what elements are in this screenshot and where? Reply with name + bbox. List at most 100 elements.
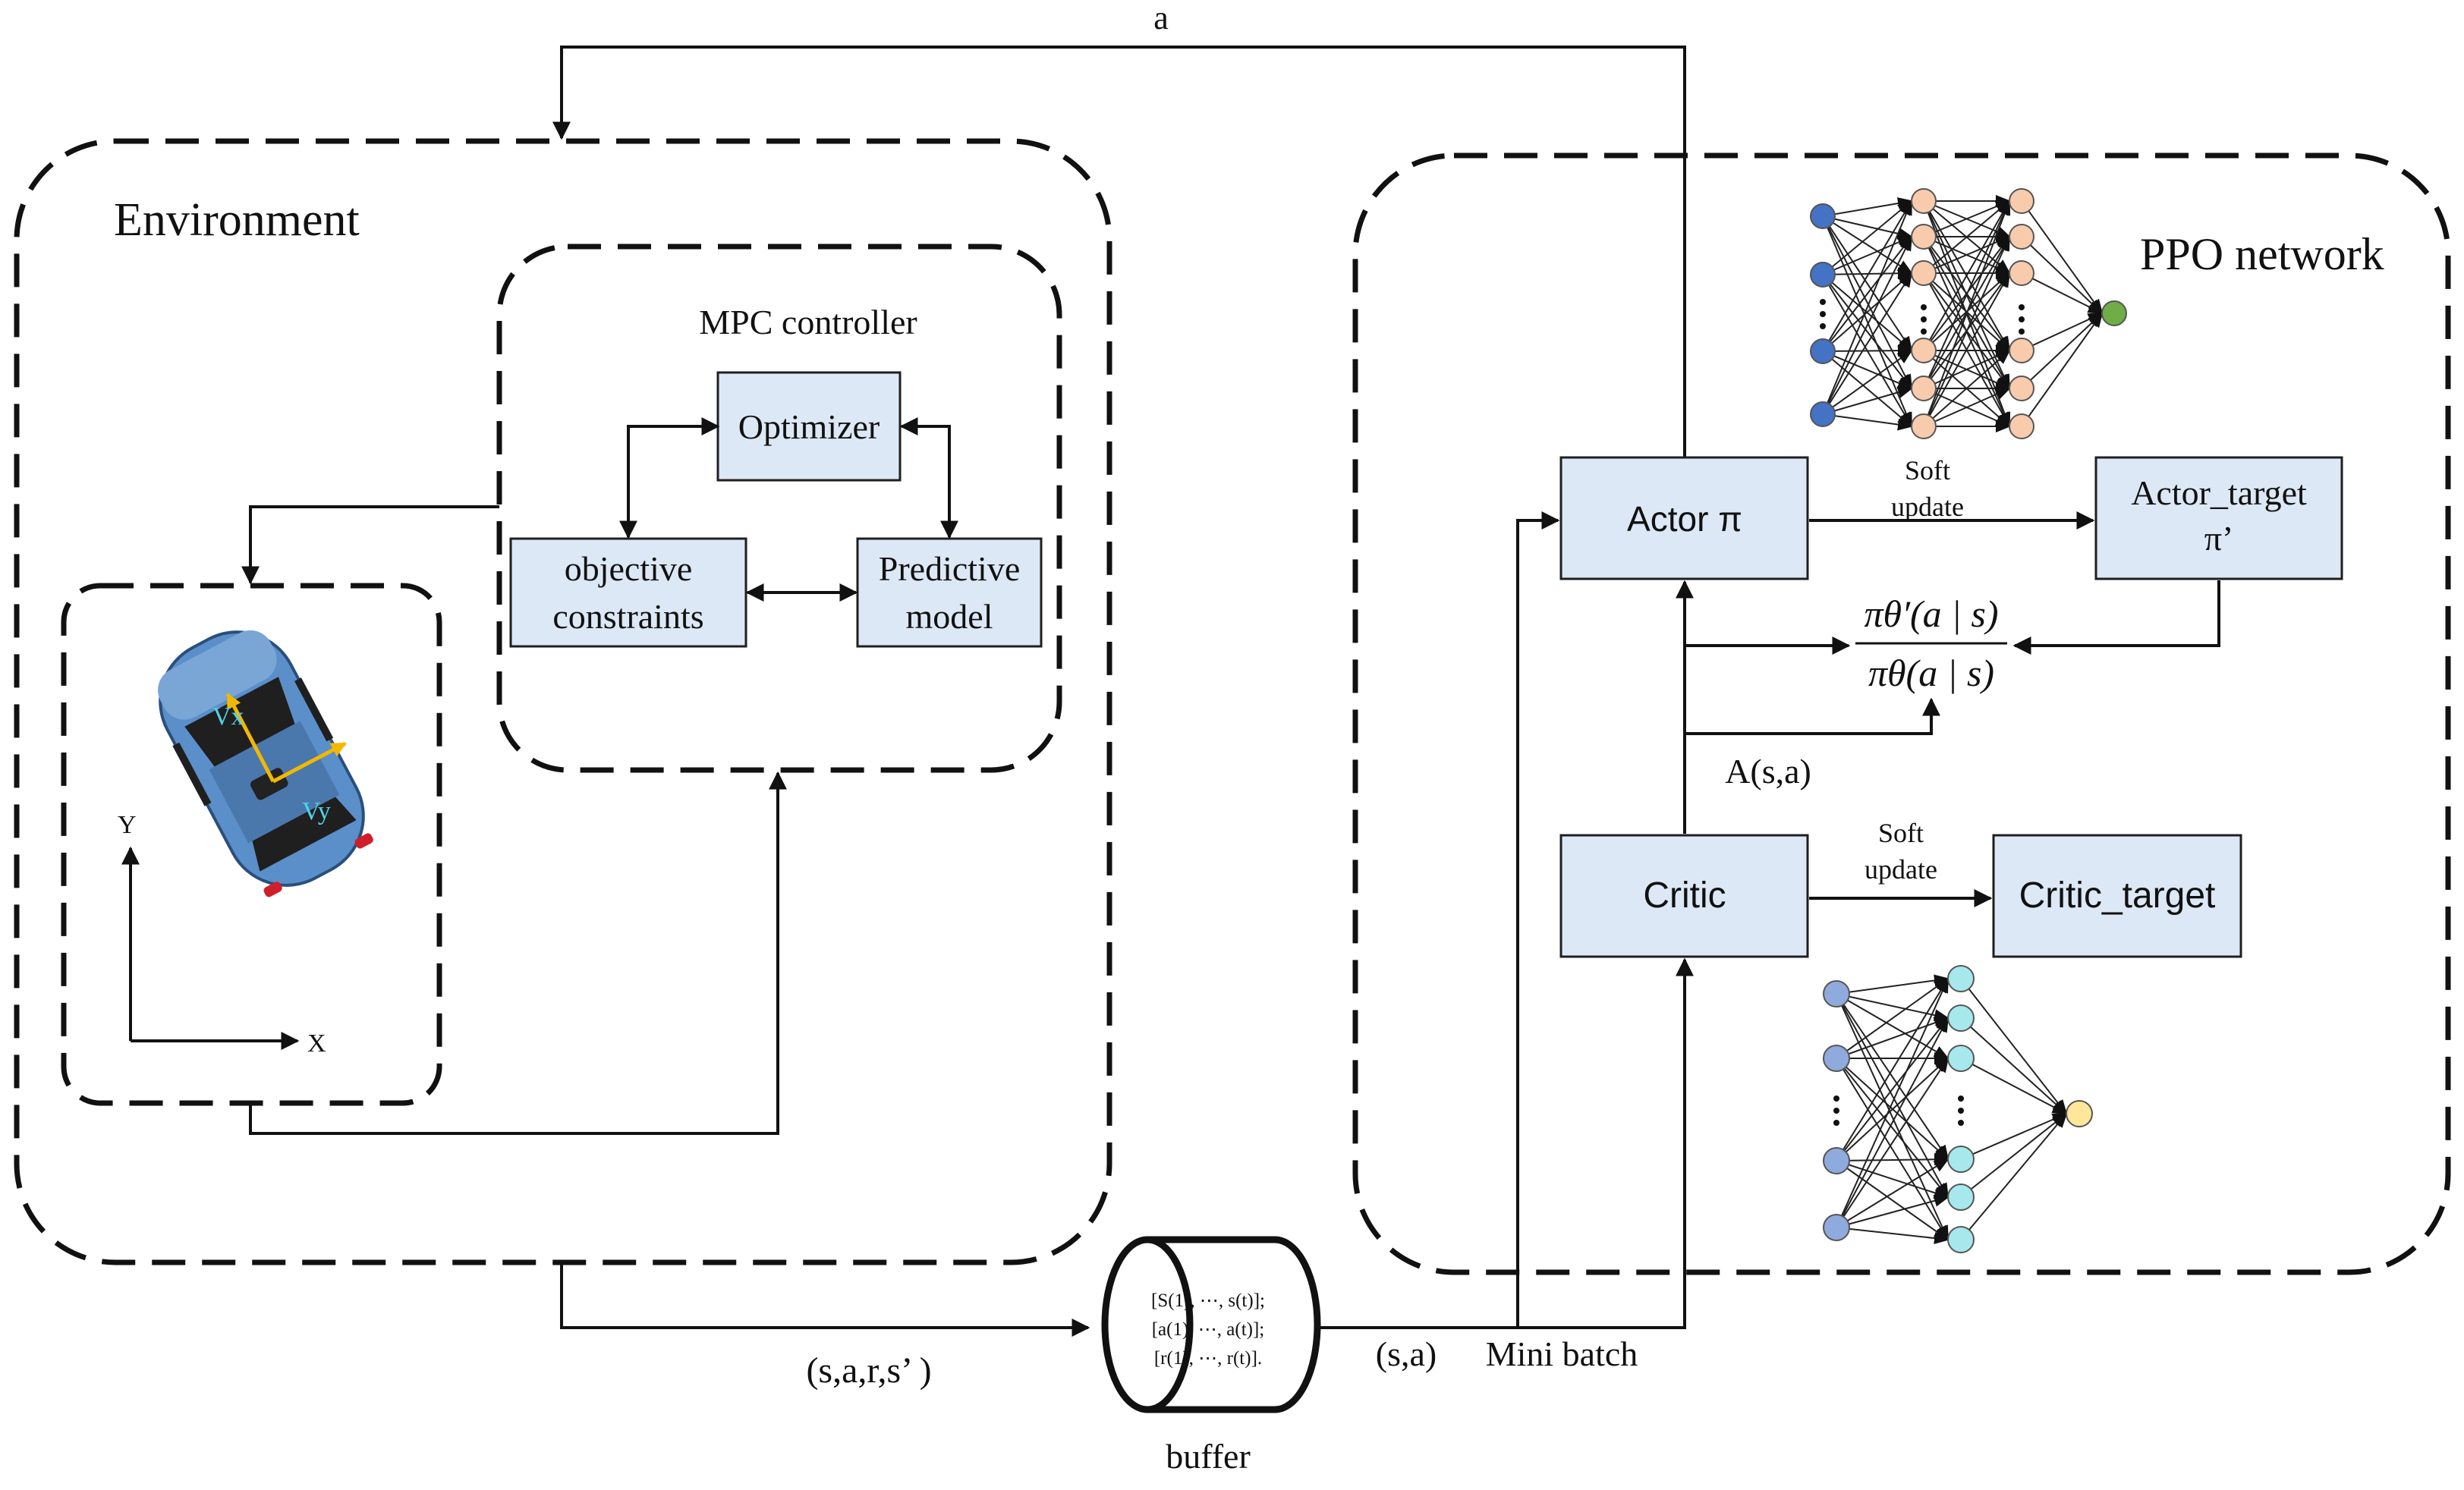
critic-nn-ellipsis-dot bbox=[1958, 1095, 1964, 1102]
ratio-numerator: πθ′(a | s) bbox=[1864, 593, 1998, 635]
actor-nn-connection bbox=[1822, 349, 1913, 415]
critic-nn-connection bbox=[1836, 1058, 1949, 1241]
actor-nn-node bbox=[1911, 188, 1937, 214]
critic-nn-connection bbox=[1836, 1153, 1949, 1166]
critic-nn-node bbox=[1823, 980, 1850, 1007]
actor-nn-ellipsis-dot bbox=[2019, 304, 2025, 310]
buffer-label: buffer bbox=[1166, 1437, 1251, 1476]
actor-nn-node bbox=[2009, 188, 2034, 214]
buffer-cylinder-end bbox=[1101, 1236, 1194, 1413]
vy-label: Vy bbox=[302, 797, 331, 825]
actor-nn-connection bbox=[1822, 272, 1913, 415]
critic-nn-connection bbox=[1836, 993, 1949, 1021]
critic-nn-node bbox=[1947, 1226, 1975, 1253]
objective-constraints-box[interactable] bbox=[509, 537, 747, 648]
critic-nn-connection bbox=[1960, 1017, 2068, 1115]
buffer-to-actor-arrow bbox=[1319, 511, 1560, 1329]
actor-nn-node bbox=[2009, 338, 2034, 363]
actor-nn-ellipsis-dot bbox=[2019, 328, 2025, 335]
critic-nn-ellipsis-dot bbox=[1833, 1120, 1839, 1126]
actor-nn-connection bbox=[1923, 272, 2010, 427]
actor-nn-node bbox=[2009, 224, 2034, 250]
critic-nn-connection bbox=[1836, 1057, 1949, 1228]
actor-nn-connection bbox=[1822, 215, 1912, 390]
actor-nn-connection bbox=[1822, 267, 1913, 280]
actor-nn-connection bbox=[1822, 235, 1913, 352]
actor-nn-node bbox=[1810, 401, 1836, 427]
critic-nn-connection bbox=[1836, 1017, 1949, 1228]
actor-nn-connection bbox=[1822, 215, 1913, 275]
environment-title: Environment bbox=[114, 194, 360, 246]
actor-nn-connection bbox=[1822, 344, 1913, 357]
actor-target-label-line1: Actor_target bbox=[2131, 473, 2307, 512]
actor-nn-ellipsis-dot bbox=[1820, 323, 1826, 329]
optimizer-objective-arrow bbox=[619, 417, 720, 539]
ppo-title: PPO network bbox=[2140, 229, 2384, 279]
critic-nn-node bbox=[1823, 1214, 1850, 1241]
env-to-buffer-arrow bbox=[560, 1264, 1090, 1337]
buffer-line3: [r(1), ⋯, r(t)]. bbox=[1154, 1348, 1262, 1369]
actor-nn-connection bbox=[1923, 200, 2011, 427]
critic-nn-connection bbox=[1960, 1112, 2068, 1198]
actor-neural-network-icon bbox=[1810, 188, 2127, 439]
critic-nn-connection bbox=[1836, 1017, 1949, 1059]
ratio-denominator: πθ(a | s) bbox=[1868, 652, 1994, 694]
buffer-to-critic-arrow bbox=[1518, 957, 1694, 1329]
actor-nn-node bbox=[1911, 338, 1937, 363]
actor-nn-node bbox=[1810, 203, 1836, 229]
critic-nn-node bbox=[1823, 1147, 1850, 1174]
actor-nn-connection bbox=[1822, 274, 1913, 390]
critic-target-label: Critic_target bbox=[2019, 875, 2216, 916]
advantage-label: A(s,a) bbox=[1725, 752, 1811, 791]
y-axis-label: Y bbox=[118, 811, 137, 839]
predictive-label-line2: model bbox=[906, 597, 993, 636]
actor-target-box[interactable] bbox=[2094, 456, 2343, 580]
replay-buffer: [S(1), ⋯, s(t)]; [a(1), ⋯, a(t)]; [r(1),… bbox=[1101, 1236, 1321, 1476]
actor-nn-connection bbox=[2021, 312, 2104, 427]
actor-nn-connection bbox=[1923, 236, 2011, 274]
optimizer-box[interactable] bbox=[716, 371, 902, 482]
critic-nn-ellipsis-dot bbox=[1833, 1095, 1839, 1102]
critic-nn-connection bbox=[1836, 977, 1949, 1162]
soft-update-2-line1: Soft bbox=[1878, 818, 1924, 848]
optimizer-label: Optimizer bbox=[738, 407, 880, 446]
critic-nn-connection bbox=[1836, 1160, 1949, 1199]
critic-nn-node bbox=[1823, 1045, 1850, 1072]
actor-nn-ellipsis-dot bbox=[1921, 304, 1927, 310]
actor-nn-connection bbox=[1822, 413, 1913, 431]
critic-nn-node bbox=[1947, 1184, 1975, 1211]
actor-nn-node bbox=[1810, 338, 1836, 364]
actor-nn-connection bbox=[1822, 235, 1912, 415]
actor-nn-node bbox=[1911, 224, 1937, 250]
actor-nn-node bbox=[2009, 376, 2034, 401]
critic-nn-connection bbox=[1836, 1195, 1949, 1228]
critic-nn-connection bbox=[1836, 993, 1949, 1199]
critic-nn-connection bbox=[1836, 1160, 1949, 1241]
objective-label-line1: objective bbox=[565, 549, 693, 588]
actor-nn-connection bbox=[1923, 350, 2011, 389]
critic-nn-connection bbox=[1836, 977, 1949, 1228]
critic-nn-connection bbox=[1960, 978, 2068, 1115]
actor-nn-connection bbox=[1822, 350, 1913, 428]
critic-nn-connection bbox=[1836, 1158, 1949, 1228]
buffer-cylinder-body bbox=[1147, 1236, 1321, 1413]
actor-nn-connection bbox=[1822, 386, 1913, 415]
x-axis-label: X bbox=[307, 1029, 326, 1058]
actor-nn-ellipsis-dot bbox=[1820, 299, 1826, 305]
critic-box[interactable] bbox=[1559, 834, 1809, 958]
optimizer-predictive-arrow bbox=[899, 417, 958, 539]
critic-target-box[interactable] bbox=[1992, 834, 2242, 958]
actor-nn-connections bbox=[1822, 195, 2104, 432]
mpc-to-vehicle-arrow bbox=[241, 505, 499, 585]
actor-nn-connection bbox=[1822, 215, 1913, 240]
critic-nn-connection bbox=[1836, 1058, 1949, 1199]
actor-nn-ellipsis-dot bbox=[1921, 328, 1927, 335]
critic-nn-node bbox=[1947, 1045, 1975, 1072]
actor-nn-connection bbox=[1822, 200, 1913, 275]
critic-nn-connection bbox=[1960, 1112, 2068, 1240]
actor-nn-connection bbox=[2021, 272, 2104, 314]
action-arrow bbox=[552, 46, 1686, 457]
critic-nn-connection bbox=[1836, 993, 1949, 1241]
actor-box[interactable] bbox=[1559, 456, 1809, 580]
mpc-boundary bbox=[496, 244, 1062, 773]
